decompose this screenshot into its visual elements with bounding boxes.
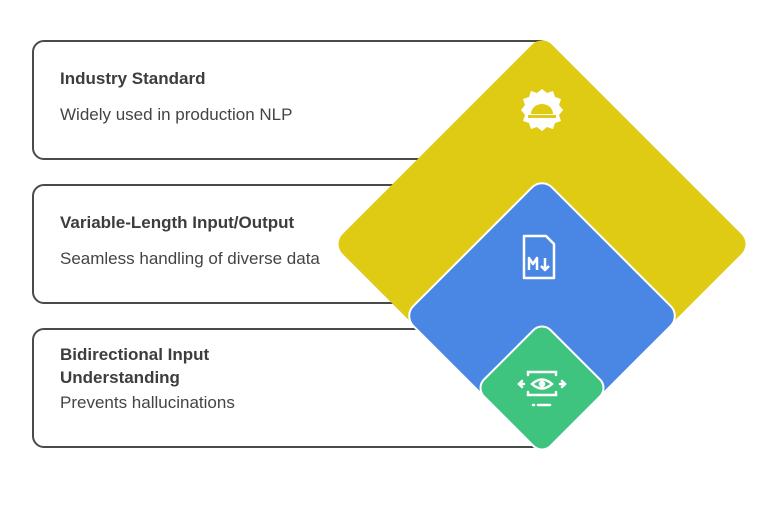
markdown-file-icon — [522, 234, 556, 280]
card-title: Variable-Length Input/Output — [60, 213, 295, 232]
card-title: Industry Standard — [60, 69, 206, 88]
diamond-blue — [408, 182, 676, 450]
card-industry-standard: Industry Standard Widely used in product… — [32, 40, 552, 160]
hard-hat-gear-icon — [521, 89, 563, 131]
eye-scan-icon — [517, 370, 567, 407]
card-description: Seamless handling of diverse data — [60, 249, 320, 268]
card-description: Widely used in production NLP — [60, 105, 293, 124]
card-description: Prevents hallucinations — [60, 393, 235, 412]
card-title: Bidirectional Input Understanding — [60, 345, 210, 387]
